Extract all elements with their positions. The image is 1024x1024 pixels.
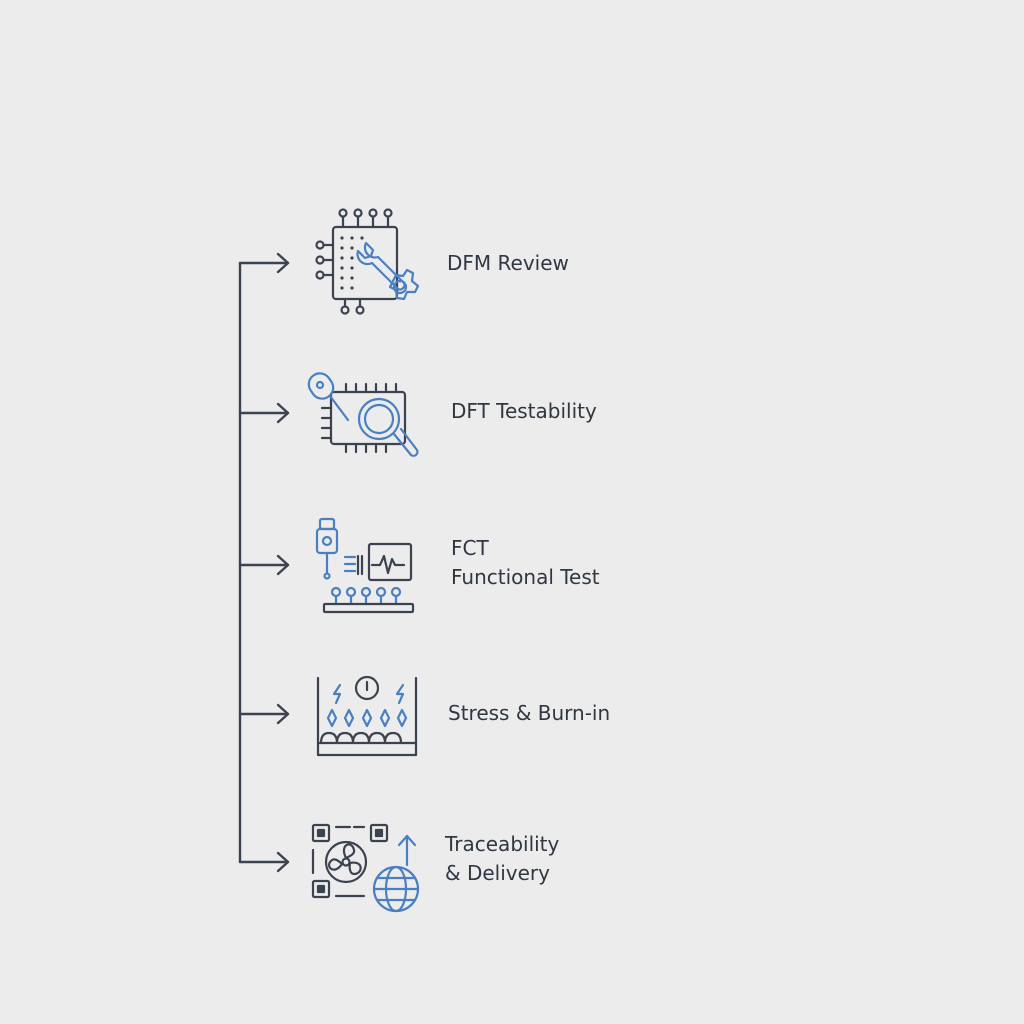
- step-1-line-1: DFM Review: [447, 251, 569, 275]
- step-5-line-1: Traceability: [445, 832, 560, 856]
- step-label-dft-testability: DFT Testability: [451, 397, 597, 426]
- step-label-traceability-delivery: Traceability & Delivery: [445, 830, 559, 888]
- step-3-line-1: FCT: [451, 536, 489, 560]
- step-5-line-2: & Delivery: [445, 861, 550, 885]
- branch-arrow-2: [238, 402, 290, 424]
- branch-arrow-3: [238, 554, 290, 576]
- branch-arrow-5: [238, 851, 290, 873]
- branch-arrow-4: [238, 703, 290, 725]
- step-label-fct-functional-test: FCT Functional Test: [451, 534, 600, 592]
- step-4-line-1: Stress & Burn-in: [448, 701, 611, 725]
- probe-waveform-board-icon: [315, 517, 415, 614]
- branch-arrow-1: [238, 252, 290, 274]
- circuit-wrench-gear-icon: [315, 208, 420, 315]
- step-label-stress-burn-in: Stress & Burn-in: [448, 699, 610, 728]
- step-3-line-2: Functional Test: [451, 565, 600, 589]
- burn-in-chamber-icon: [316, 675, 418, 757]
- step-label-dfm-review: DFM Review: [447, 249, 569, 278]
- step-2-line-1: DFT Testability: [451, 399, 597, 423]
- qr-fan-globe-icon: [311, 823, 420, 913]
- probe-chip-magnifier-icon: [307, 372, 419, 457]
- branch-arrows: [238, 252, 290, 873]
